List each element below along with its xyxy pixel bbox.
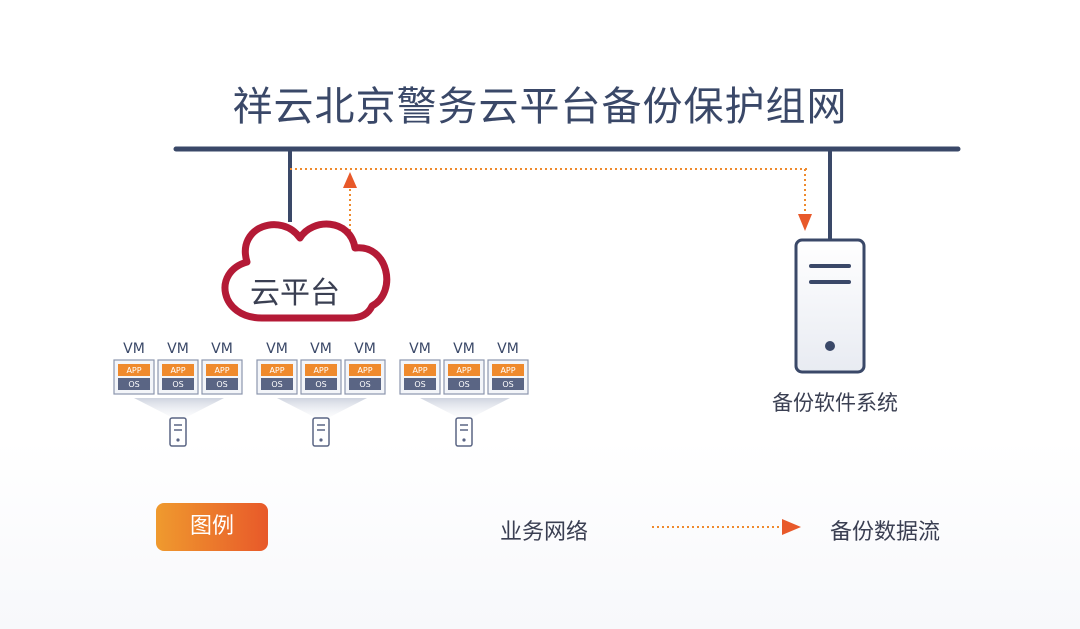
os-label: OS [414,380,425,389]
app-block [448,364,480,376]
app-label: APP [170,366,185,375]
cloud-platform-shape [221,220,391,322]
vm-label: VM [453,341,475,357]
app-block [162,364,194,376]
vm-group: VM APP OS VM APP OS VM APP OS [256,341,386,447]
os-label: OS [359,380,370,389]
app-label: APP [214,366,229,375]
os-label: OS [271,380,282,389]
app-label: APP [269,366,284,375]
legend-backup-arrow [782,519,801,535]
app-label: APP [313,366,328,375]
vm-label: VM [354,341,376,357]
os-label: OS [458,380,469,389]
app-label: APP [456,366,471,375]
app-block [206,364,238,376]
vm-label: VM [123,341,145,357]
legend-business-label: 业务网络 [500,520,589,545]
os-block [261,378,293,390]
os-label: OS [315,380,326,389]
os-label: OS [128,380,139,389]
os-block [349,378,381,390]
vm-label: VM [266,341,288,357]
host-beam [420,398,510,418]
os-label: OS [172,380,183,389]
os-label: OS [216,380,227,389]
legend-badge: 图例 [156,503,268,551]
app-block [404,364,436,376]
host-beam [277,398,367,418]
app-label: APP [357,366,372,375]
os-label: OS [502,380,513,389]
vm-group: VM APP OS VM APP OS VM APP OS [399,341,529,447]
os-block [206,378,238,390]
app-label: APP [126,366,141,375]
backup-flow-down-arrow [798,214,812,231]
app-label: APP [500,366,515,375]
os-block [404,378,436,390]
vm-group: VM APP OS VM APP OS VM APP OS [113,341,243,447]
os-block [305,378,337,390]
backup-flow-up-arrow [343,172,357,188]
app-block [118,364,150,376]
os-block [118,378,150,390]
vm-groups: VM APP OS VM APP OS VM APP OS VM APP OS VM APP OS VM APP… [113,341,529,447]
os-block [492,378,524,390]
vm-label: VM [409,341,431,357]
app-block [349,364,381,376]
cloud-platform-label: 云平台 [250,276,340,311]
physical-host-icon [455,417,473,447]
os-block [162,378,194,390]
backup-server-icon [794,238,866,374]
app-block [492,364,524,376]
backup-server-label: 备份软件系统 [772,391,898,415]
host-beam [134,398,224,418]
app-block [261,364,293,376]
app-block [305,364,337,376]
os-block [448,378,480,390]
physical-host-icon [312,417,330,447]
physical-host-icon [169,417,187,447]
vm-label: VM [167,341,189,357]
vm-label: VM [310,341,332,357]
vm-label: VM [497,341,519,357]
diagram-title: 祥云北京警务云平台备份保护组网 [232,84,848,130]
vm-label: VM [211,341,233,357]
legend-backup-label: 备份数据流 [830,520,941,545]
app-label: APP [412,366,427,375]
